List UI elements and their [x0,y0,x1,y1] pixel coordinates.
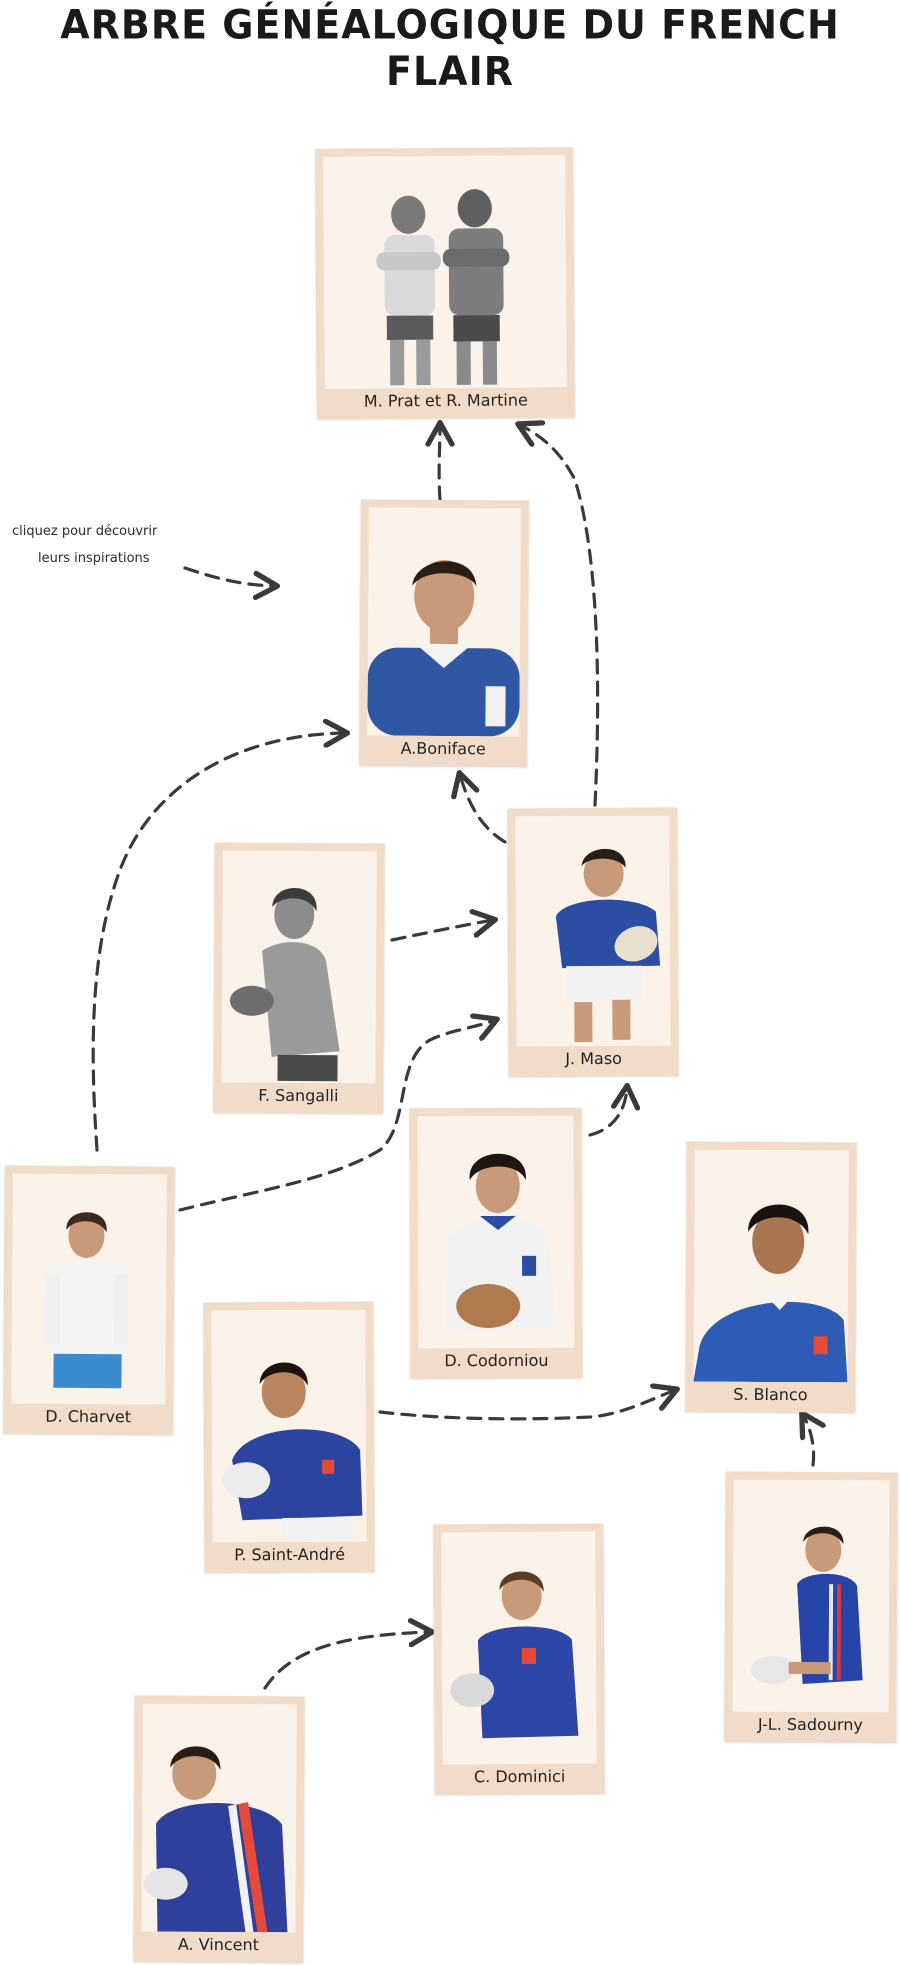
hint-line-1: cliquez pour découvrir [12,524,158,539]
photo-boniface [367,507,521,737]
link-vincent-dominici [263,1632,430,1690]
codorniou-image [446,1153,557,1331]
dominici-image [450,1571,579,1739]
card-dominici[interactable]: C. Dominici [433,1523,605,1795]
photo-prat-martine [323,155,567,389]
photo-sadourny [732,1479,890,1713]
name-maso: J. Maso [565,1048,622,1069]
charvet-image [45,1212,129,1389]
name-dominici: C. Dominici [473,1766,566,1787]
hint-line-2: leurs inspirations [38,551,150,566]
link-sadourny-blanco [803,1415,814,1467]
card-boniface[interactable]: A.Boniface [359,499,529,767]
name-sadourny: J-L. Sadourny [757,1714,863,1735]
photo-sangalli [221,850,377,1084]
card-blanco[interactable]: S. Blanco [685,1141,857,1413]
link-sangalli-maso [390,920,493,942]
photo-maso [515,815,671,1047]
card-sangalli[interactable]: F. Sangalli [213,842,385,1114]
card-codorniou[interactable]: D. Codorniou [409,1107,583,1379]
photo-codorniou [417,1115,575,1349]
maso-image [555,848,661,1043]
name-prat-martine: M. Prat et R. Martine [363,390,528,411]
photo-dominici [441,1531,597,1765]
boniface-image [367,560,520,737]
photo-vincent [141,1703,297,1933]
saint-andre-image [222,1362,363,1541]
card-prat-martine[interactable]: M. Prat et R. Martine [315,147,575,419]
hint-text: cliquez pour découvrir leurs inspiration… [12,518,202,572]
name-vincent: A. Vincent [177,1934,259,1955]
card-maso[interactable]: J. Maso [507,807,679,1077]
blanco-image [693,1204,848,1383]
photo-blanco [693,1149,849,1383]
name-blanco: S. Blanco [733,1384,808,1405]
page-title: ARBRE GÉNÉALOGIQUE DU FRENCH FLAIR [60,1,840,95]
link-codorniou-maso [588,1088,627,1137]
name-boniface: A.Boniface [400,738,486,759]
link-maso-prat-martine [520,425,600,807]
name-charvet: D. Charvet [45,1406,132,1427]
link-boniface-prat-martine [439,425,440,502]
link-maso-boniface [460,775,507,844]
vincent-image [143,1746,288,1933]
name-saint-andre: P. Saint-André [234,1544,346,1565]
link-saint-andre-blanco [378,1390,675,1421]
card-charvet[interactable]: D. Charvet [3,1165,175,1435]
name-codorniou: D. Codorniou [444,1350,549,1371]
card-sadourny[interactable]: J-L. Sadourny [724,1471,898,1743]
sadourny-image [750,1526,863,1684]
card-vincent[interactable]: A. Vincent [133,1695,305,1963]
name-sangalli: F. Sangalli [258,1085,339,1106]
photo-saint-andre [211,1309,367,1543]
photo-charvet [11,1173,167,1405]
card-saint-andre[interactable]: P. Saint-André [203,1301,375,1573]
players-prat-martine-image [376,189,510,386]
sangalli-image [229,888,340,1082]
